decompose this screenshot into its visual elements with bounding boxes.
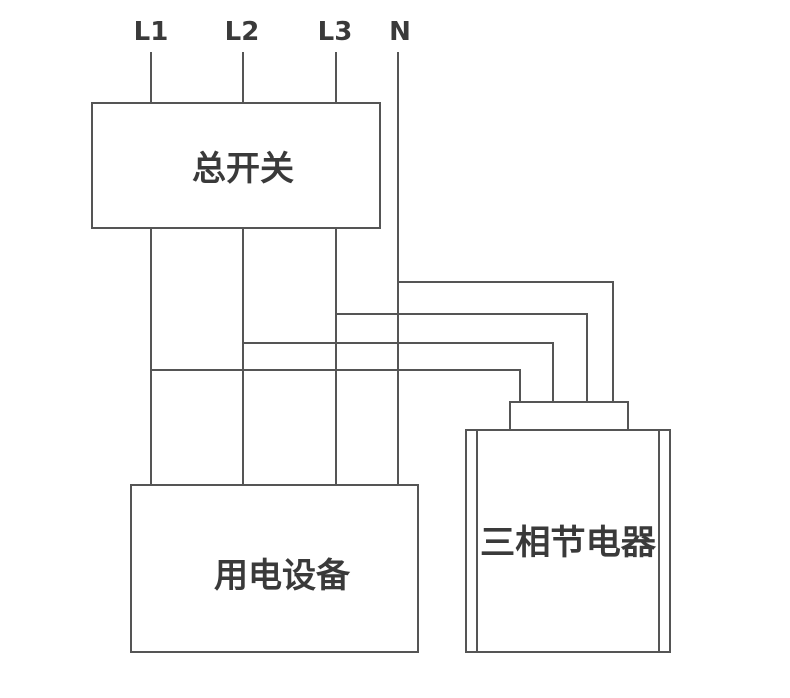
branch-wire-n	[398, 281, 614, 402]
load-box	[130, 484, 419, 653]
branch-wire-l3	[336, 313, 588, 402]
terminal-label-l2: L2	[225, 17, 260, 47]
terminal-label-n: N	[389, 17, 411, 47]
branch-wire-l2	[243, 342, 554, 402]
terminal-label-l3: L3	[318, 17, 353, 47]
terminal-label-l1: L1	[134, 17, 169, 47]
main-switch-label: 总开关	[192, 149, 294, 189]
saver-label: 三相节电器	[480, 523, 657, 563]
saver-box	[465, 429, 671, 653]
saver-terminal-block	[509, 401, 629, 431]
main-switch-box	[91, 102, 381, 229]
branch-wire-l1	[151, 369, 521, 402]
load-label: 用电设备	[214, 556, 351, 596]
